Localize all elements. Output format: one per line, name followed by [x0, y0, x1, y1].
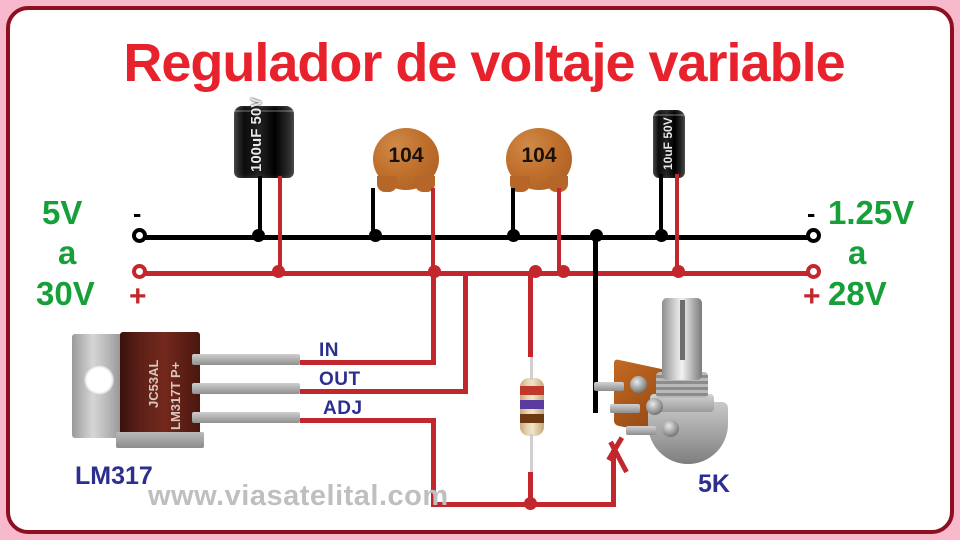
capacitor-body: [234, 106, 294, 178]
resistor-band-3: [520, 414, 544, 423]
output-voltage-line1: 1.25V: [828, 194, 915, 231]
regulator-pin-adj: [192, 412, 300, 423]
input-voltage-line3: 30V: [36, 275, 95, 312]
watermark: www.viasatelital.com: [148, 480, 449, 512]
potentiometer-bushing: [650, 394, 714, 412]
capacitor-foot-right: [548, 176, 568, 192]
input-voltage-line2: a: [58, 234, 77, 271]
potentiometer-label: 5K: [698, 470, 730, 498]
input-negative-terminal[interactable]: [132, 228, 147, 243]
resistor-band-1: [520, 386, 544, 395]
wire-pot-wiper-vertical: [611, 450, 616, 506]
wire-in-vertical: [431, 271, 436, 363]
pin-label-in: IN: [319, 340, 339, 361]
capacitor-foot-left: [377, 176, 397, 192]
regulator-pin-in: [192, 354, 300, 365]
potentiometer-can: [648, 402, 728, 464]
negative-rail: [138, 235, 814, 240]
wire-out-horizontal: [300, 389, 468, 394]
output-negative-sign: -: [807, 200, 816, 228]
capacitor-value-text: 100uF 50V: [248, 97, 265, 172]
resistor-body: [520, 378, 544, 436]
lm317-label: LM317: [75, 462, 153, 490]
potentiometer-eyelet-2: [646, 398, 663, 415]
output-positive-sign: +: [803, 280, 821, 313]
resistor-band-2: [520, 400, 544, 409]
wire-out-vertical: [463, 271, 468, 393]
page-title: Regulador de voltaje variable: [123, 33, 845, 93]
capacitor-lead-positive: [675, 174, 679, 272]
mounting-hole: [84, 365, 114, 395]
potentiometer-eyelet-3: [662, 420, 679, 437]
potentiometer-lug-3[interactable]: [626, 426, 656, 435]
capacitor-body: [653, 110, 685, 178]
wire-bottom-rail: [431, 502, 616, 507]
capacitor-lead-left: [511, 188, 515, 235]
input-voltage-line1: 5V: [42, 194, 83, 231]
resistor-lead-bottom: [530, 434, 533, 492]
capacitor-lead-left: [371, 188, 375, 235]
regulator-skirt: [116, 432, 204, 448]
capacitor-lead-positive: [278, 176, 282, 274]
capacitor-value-text: 10uF 50V: [661, 117, 675, 170]
pin-label-out: OUT: [319, 369, 361, 390]
lm317-regulator: JC53AL LM317T P+: [72, 332, 302, 454]
wire-resistor-top: [528, 271, 533, 357]
capacitor-code-text: 104: [521, 144, 557, 167]
wire-resistor-bottom: [528, 472, 533, 506]
potentiometer[interactable]: [594, 298, 782, 470]
wire-pot-negative: [593, 235, 598, 413]
pin-label-adj: ADJ: [323, 398, 363, 419]
capacitor-lead-negative: [258, 176, 262, 238]
capacitor-foot-right: [415, 176, 435, 192]
diagram-frame: Regulador de voltaje variable - + - + 5V…: [6, 6, 954, 534]
capacitor-lead-right: [431, 188, 435, 271]
capacitor-lead-right: [557, 188, 561, 271]
output-negative-terminal[interactable]: [806, 228, 821, 243]
output-positive-terminal[interactable]: [806, 264, 821, 279]
positive-rail: [138, 271, 814, 276]
input-positive-sign: +: [129, 280, 147, 313]
wire-adj-vertical: [431, 418, 436, 507]
capacitor-code-text: 104: [388, 144, 424, 167]
resistor-lead-top: [530, 356, 533, 380]
potentiometer-lug-1[interactable]: [594, 382, 624, 391]
junction-dot-resistor-bottom: [524, 497, 537, 510]
wire-adj-horizontal: [300, 418, 436, 423]
junction-dot-neg-cap3: [507, 229, 520, 242]
potentiometer-shaft-slot: [680, 300, 685, 360]
regulator-body: JC53AL LM317T P+: [120, 332, 200, 446]
capacitor-foot-left: [510, 176, 530, 192]
potentiometer-lug-2[interactable]: [610, 404, 640, 413]
wire-in-horizontal: [300, 360, 436, 365]
input-positive-terminal[interactable]: [132, 264, 147, 279]
output-voltage-line3: 28V: [828, 275, 887, 312]
capacitor-lead-negative: [659, 174, 663, 238]
regulator-marking-line1: JC53AL: [146, 359, 161, 408]
output-voltage-line2: a: [848, 234, 867, 271]
regulator-marking-line2: LM317T P+: [168, 361, 183, 430]
regulator-pin-out: [192, 383, 300, 394]
potentiometer-eyelet-1: [630, 376, 647, 393]
input-negative-sign: -: [133, 200, 142, 228]
